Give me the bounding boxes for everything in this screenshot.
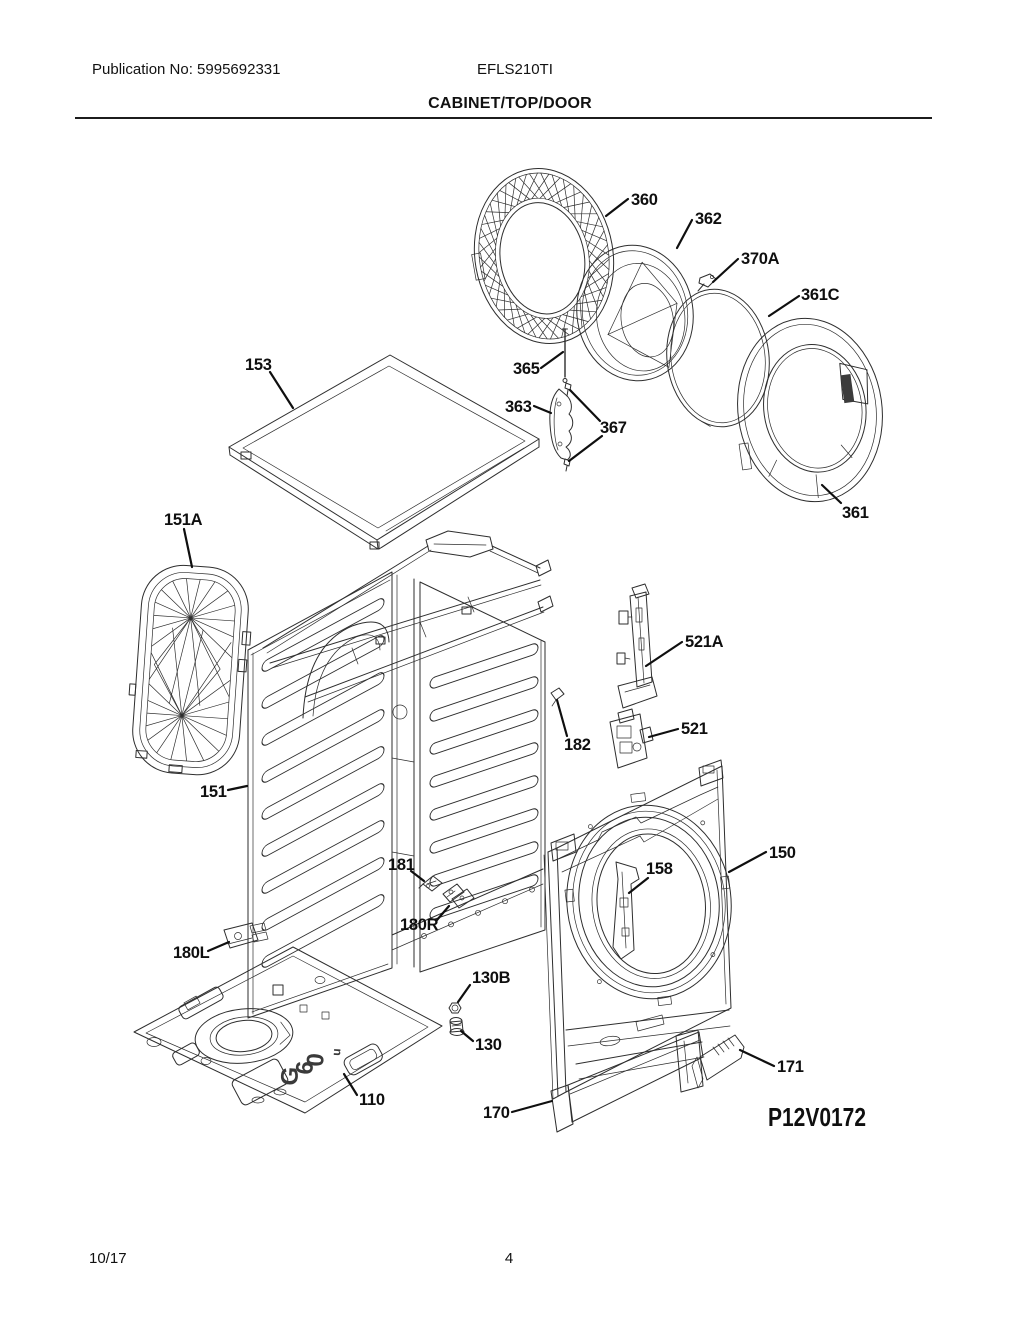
model-number: EFLS210TI: [477, 61, 553, 78]
door-hinge-363: [549, 388, 574, 461]
callout-360: 360: [604, 191, 658, 218]
callout-label: 180L: [173, 944, 210, 962]
section-title: CABINET/TOP/DOOR: [428, 95, 592, 112]
callout-label: 363: [505, 398, 532, 416]
callout-label: 158: [646, 860, 673, 878]
callout-label: 360: [631, 191, 658, 209]
title-rule: [75, 117, 932, 119]
callout-label: 151A: [164, 511, 203, 529]
callout-521: 521: [647, 720, 708, 739]
callout-361C: 361C: [767, 286, 840, 318]
callout-180R: 180R: [400, 904, 451, 934]
callout-label: 180R: [400, 916, 439, 934]
base-110: G60 u: [133, 946, 443, 1114]
callout-363: 363: [505, 398, 553, 416]
callout-label: 182: [564, 736, 591, 754]
callout-153: 153: [245, 356, 295, 410]
callout-label: 171: [777, 1058, 804, 1076]
nut-130B: [448, 1002, 462, 1014]
callout-521A: 521A: [644, 633, 724, 668]
callout-110: 110: [342, 1072, 385, 1109]
callout-182: 182: [555, 698, 591, 754]
door-glass-362: [576, 244, 694, 382]
diagram-id-code: P12V0172: [768, 1102, 866, 1132]
callout-label: 521: [681, 720, 708, 738]
callout-180L: 180L: [173, 940, 231, 962]
callout-label: 362: [695, 210, 722, 228]
callout-150: 150: [727, 844, 796, 874]
callout-362: 362: [675, 210, 722, 250]
callout-171: 171: [738, 1048, 804, 1076]
front-panel-150: [543, 759, 732, 1100]
callout-label: 370A: [741, 250, 780, 268]
door-lock-521: [609, 708, 654, 769]
bracket-158: [612, 861, 640, 960]
callout-label: 153: [245, 356, 272, 374]
top-panel-153: [228, 354, 540, 550]
publication-number: Publication No: 5995692331: [92, 61, 281, 78]
callout-365: 365: [513, 350, 565, 378]
callout-label: 150: [769, 844, 796, 862]
callout-370A: 370A: [711, 250, 780, 284]
callout-130B: 130B: [456, 969, 511, 1004]
support-171: [691, 1034, 745, 1089]
lock-bracket-521A: [616, 583, 658, 709]
footer-date: 10/17: [89, 1250, 127, 1267]
damper-180R: [442, 883, 475, 909]
damper-180L: [223, 922, 269, 949]
callout-label: 361: [842, 504, 869, 522]
callout-label: 367: [600, 419, 627, 437]
callout-170: 170: [483, 1099, 554, 1122]
kick-panel-170: [550, 1031, 704, 1133]
clip-181: [418, 875, 443, 892]
callout-158: 158: [627, 860, 673, 895]
callout-151A: 151A: [164, 511, 203, 569]
callout-130: 130: [459, 1029, 502, 1054]
callout-label: 130: [475, 1036, 502, 1054]
retainer-clip-370A: [697, 273, 717, 292]
callout-label: 130B: [472, 969, 511, 987]
hinge-pin-365: [562, 328, 568, 383]
callout-label: 521A: [685, 633, 724, 651]
callout-367: 367: [567, 388, 627, 463]
callout-label: 181: [388, 856, 415, 874]
side-panel-151A: [128, 564, 252, 776]
cabinet-151: [247, 530, 554, 1019]
door-trim-ring-360: [471, 168, 615, 344]
callout-label: 365: [513, 360, 540, 378]
callout-label: 151: [200, 783, 227, 801]
footer-page-number: 4: [504, 1250, 514, 1267]
callout-label: 170: [483, 1104, 510, 1122]
callout-151: 151: [200, 783, 249, 801]
callout-label: 110: [359, 1091, 385, 1109]
callout-361: 361: [820, 483, 869, 522]
door-frame-361: [737, 317, 883, 503]
callout-label: 361C: [801, 286, 840, 304]
clip-182: [550, 687, 565, 707]
leveling-leg-130: [449, 1017, 465, 1036]
callout-181: 181: [388, 856, 426, 883]
door-gasket-361C: [666, 288, 770, 428]
